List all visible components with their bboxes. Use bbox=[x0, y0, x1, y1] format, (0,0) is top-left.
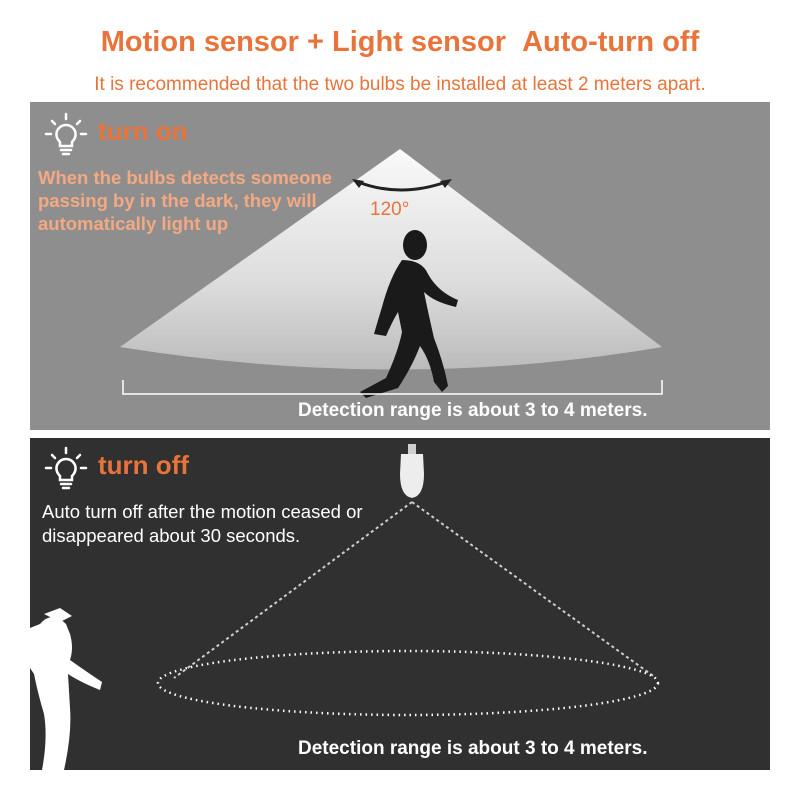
title-auto-turn-off: Auto-turn off bbox=[522, 26, 700, 58]
detection-cone-illustration bbox=[120, 149, 663, 398]
turn-off-description: Auto turn off after the motion ceased or… bbox=[42, 501, 363, 546]
lightbulb-icon bbox=[44, 112, 88, 156]
bulb-graphic bbox=[400, 444, 424, 498]
turn-on-description: When the bulbs detects someone passing b… bbox=[38, 167, 332, 234]
detection-angle: 120° bbox=[370, 199, 410, 220]
detection-range-text: Detection range is about 3 to 4 meters. bbox=[298, 738, 648, 759]
lightbulb-icon bbox=[44, 446, 88, 490]
angle-arc bbox=[357, 180, 447, 192]
detection-zone-illustration bbox=[30, 444, 660, 770]
turn-off-panel: turn off Auto turn off after the motion … bbox=[30, 438, 770, 770]
detection-line-left bbox=[173, 501, 413, 679]
runner-silhouette-white bbox=[30, 608, 102, 770]
detection-range-text: Detection range is about 3 to 4 meters. bbox=[298, 400, 648, 421]
detection-cone bbox=[120, 149, 662, 370]
range-bracket bbox=[122, 380, 663, 395]
header-title: Motion sensor + Light sensor Auto-turn o… bbox=[0, 26, 800, 59]
turn-on-label: turn on bbox=[98, 116, 188, 146]
turn-on-panel: turn on When the bulbs detects someone p… bbox=[30, 102, 770, 430]
detection-range-ellipse bbox=[156, 649, 660, 717]
runner-silhouette bbox=[360, 230, 458, 398]
detection-line-right bbox=[411, 501, 657, 679]
turn-off-label: turn off bbox=[98, 450, 189, 480]
install-distance-note: It is recommended that the two bulbs be … bbox=[94, 74, 706, 95]
title-motion-light-sensor: Motion sensor + Light sensor bbox=[100, 26, 507, 58]
